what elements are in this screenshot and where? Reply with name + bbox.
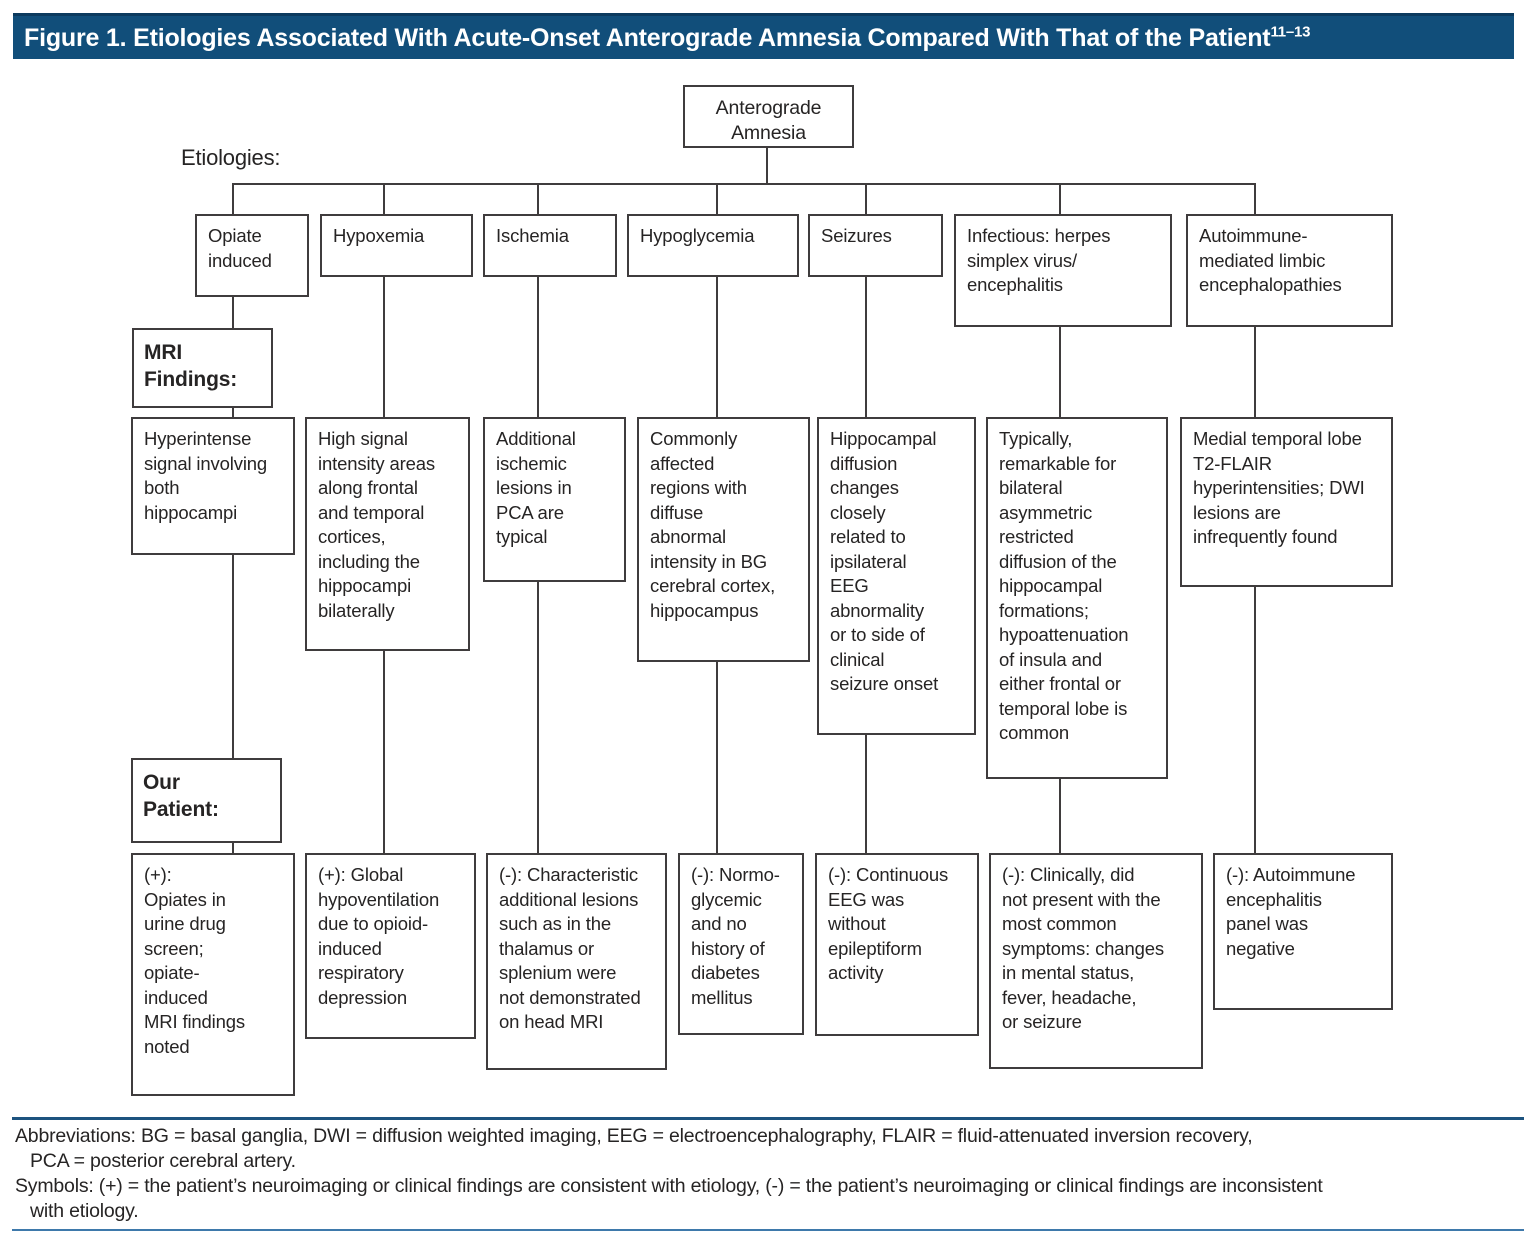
connector-line [537, 183, 539, 214]
mri-finding-box-infectious: Typically, remarkable for bilateral asym… [986, 417, 1168, 779]
figure-title-citation: 11–13 [1270, 23, 1311, 41]
footer-rule-top [12, 1117, 1524, 1120]
footer-symbols: Symbols: (+) = the patient’s neuroimagin… [15, 1175, 1323, 1222]
patient-finding-box-seizures: (-): Continuous EEG was without epilepti… [815, 853, 979, 1036]
row-label-our-patient: Our Patient: [131, 758, 282, 843]
etiology-box-autoimmune: Autoimmune- mediated limbic encephalopat… [1186, 214, 1393, 327]
mri-finding-box-ischemia: Additional ischemic lesions in PCA are t… [483, 417, 626, 582]
connector-line [232, 183, 1256, 185]
figure-title-bar: Figure 1. Etiologies Associated With Acu… [13, 13, 1514, 59]
mri-finding-box-autoimmune: Medial temporal lobe T2-FLAIR hyperinten… [1180, 417, 1393, 587]
etiology-box-opiate-induced: Opiate induced [195, 214, 309, 297]
row-label-etiologies: Etiologies: [181, 145, 281, 170]
etiology-box-hypoxemia: Hypoxemia [320, 214, 473, 277]
patient-finding-box-autoimmune: (-): Autoimmune encephalitis panel was n… [1213, 853, 1393, 1010]
etiology-box-infectious: Infectious: herpes simplex virus/ enceph… [954, 214, 1172, 327]
connector-line [232, 843, 234, 853]
connector-line [232, 555, 234, 758]
mri-finding-box-seizures: Hippocampal diffusion changes closely re… [817, 417, 976, 735]
connector-line [716, 277, 718, 417]
connector-line [865, 183, 867, 214]
row-label-mri-findings: MRI Findings: [132, 328, 273, 408]
connector-line [1059, 779, 1061, 853]
connector-line [1254, 587, 1256, 853]
etiology-box-ischemia: Ischemia [483, 214, 617, 277]
connector-line [383, 277, 385, 417]
patient-finding-box-opiate-induced: (+): Opiates in urine drug screen; opiat… [131, 853, 295, 1096]
connector-line [537, 277, 539, 417]
etiology-box-hypoglycemia: Hypoglycemia [627, 214, 799, 277]
connector-line [383, 651, 385, 853]
mri-finding-box-hypoglycemia: Commonly affected regions with diffuse a… [637, 417, 810, 662]
patient-finding-box-infectious: (-): Clinically, did not present with th… [989, 853, 1203, 1069]
connector-line [1059, 183, 1061, 214]
connector-line [232, 183, 234, 214]
patient-finding-box-hypoxemia: (+): Global hypoventilation due to opioi… [305, 853, 476, 1039]
connector-line [766, 148, 768, 183]
mri-finding-box-opiate-induced: Hyperintense signal involving both hippo… [131, 417, 295, 555]
connector-line [716, 662, 718, 853]
connector-line [383, 183, 385, 214]
connector-line [865, 735, 867, 853]
connector-line [1254, 183, 1256, 214]
root-node-anterograde-amnesia: Anterograde Amnesia [683, 85, 854, 148]
connector-line [716, 183, 718, 214]
connector-line [1254, 327, 1256, 417]
mri-finding-box-hypoxemia: High signal intensity areas along fronta… [305, 417, 470, 651]
connector-line [865, 277, 867, 417]
etiology-box-seizures: Seizures [808, 214, 943, 277]
connector-line [537, 582, 539, 853]
figure-title: Figure 1. Etiologies Associated With Acu… [24, 24, 1271, 52]
footer-rule-bottom [12, 1229, 1524, 1231]
connector-line [1059, 327, 1061, 417]
patient-finding-box-ischemia: (-): Characteristic additional lesions s… [486, 853, 667, 1070]
footer-abbreviations: Abbreviations: BG = basal ganglia, DWI =… [15, 1125, 1253, 1172]
connector-line [232, 408, 234, 417]
patient-finding-box-hypoglycemia: (-): Normo- glycemic and no history of d… [678, 853, 804, 1035]
connector-line [232, 297, 234, 328]
